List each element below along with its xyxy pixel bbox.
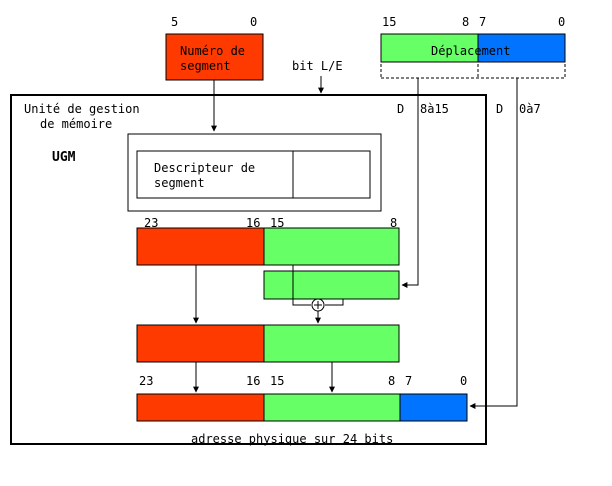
reg-bit-16: 16 (246, 216, 260, 230)
offset-high-box (380, 33, 479, 63)
result-bit-8: 8 (388, 374, 395, 388)
descriptor-entry (136, 150, 371, 199)
segment-bit-high: 5 (171, 15, 178, 29)
result-bit-15: 15 (270, 374, 284, 388)
base-register-low (263, 227, 400, 266)
mmu-abbrev: UGM (52, 150, 76, 165)
result-bit-7: 7 (405, 374, 412, 388)
sum-register-low (263, 324, 400, 363)
descriptor-label-1: Descripteur de (154, 161, 255, 175)
offset-high-register (263, 270, 400, 300)
d-high-label: D (397, 102, 404, 116)
sum-register-high (136, 324, 265, 363)
segment-number-box (165, 33, 264, 81)
offset-bit-15: 15 (382, 15, 396, 29)
reg-bit-15: 15 (270, 216, 284, 230)
d-low-path (469, 78, 518, 409)
segment-number-label-2: segment (180, 59, 231, 73)
mmu-title-2: de mémoire (40, 117, 112, 131)
segment-bit-low: 0 (250, 15, 257, 29)
result-bit-16: 16 (246, 374, 260, 388)
base-register-high (136, 227, 265, 266)
physical-address-caption: adresse physique sur 24 bits (191, 432, 393, 446)
offset-bit-7: 7 (479, 15, 486, 29)
descriptor-table (127, 133, 382, 212)
mmu-title-1: Unité de gestion (24, 102, 140, 116)
physical-address-mid (263, 393, 401, 422)
reg-bit-23: 23 (144, 216, 158, 230)
mmu-box (10, 94, 487, 445)
d-low-range: 0à7 (519, 102, 541, 116)
adder-input-left (292, 265, 311, 306)
offset-bit-8: 8 (462, 15, 469, 29)
descriptor-label-2: segment (154, 176, 205, 190)
physical-address-high (136, 393, 265, 422)
segment-number-label-1: Numéro de (180, 44, 245, 58)
result-bit-23: 23 (139, 374, 153, 388)
offset-label: Déplacement (431, 44, 510, 58)
rw-bit-label: bit L/E (292, 59, 343, 73)
adder-input-right (325, 299, 344, 306)
offset-bit-0: 0 (558, 15, 565, 29)
d-high-range: 8à15 (420, 102, 449, 116)
physical-address-low (399, 393, 468, 422)
d-low-label: D (496, 102, 503, 116)
reg-bit-8: 8 (390, 216, 397, 230)
result-bit-0: 0 (460, 374, 467, 388)
offset-low-box (477, 33, 566, 63)
d-high-path (401, 78, 419, 288)
